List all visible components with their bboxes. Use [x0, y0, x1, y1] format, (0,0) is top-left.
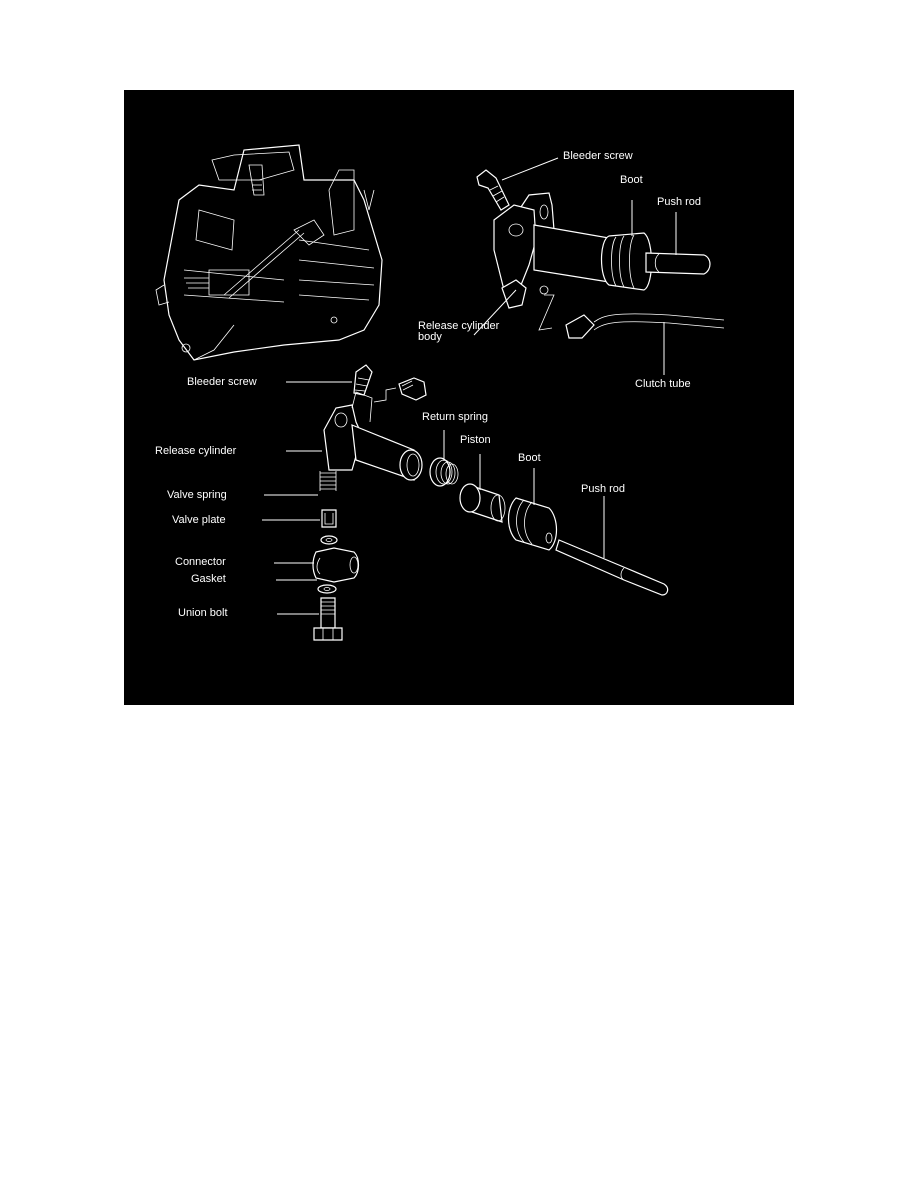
label-bleeder-screw-top: Bleeder screw	[563, 150, 633, 162]
label-valve-plate: Valve plate	[172, 514, 226, 526]
diagram-line-art	[155, 144, 725, 641]
label-release-cylinder-body-line2: body	[418, 331, 442, 343]
label-connector: Connector	[175, 556, 226, 568]
clutch-release-cylinder-diagram: Bleeder screw Boot Push rod Release cyli…	[124, 90, 794, 705]
release-cylinder-assembled	[473, 157, 725, 375]
label-gasket: Gasket	[191, 573, 226, 585]
label-bleeder-screw-exploded: Bleeder screw	[187, 376, 257, 388]
label-release-cylinder-body-line1: Release cylinder	[418, 320, 500, 332]
label-return-spring: Return spring	[422, 411, 489, 423]
label-push-rod-top: Push rod	[657, 196, 702, 208]
label-piston: Piston	[460, 434, 491, 446]
label-union-bolt: Union bolt	[178, 607, 228, 619]
label-release-cylinder: Release cylinder	[155, 445, 237, 457]
label-push-rod-exploded: Push rod	[581, 483, 626, 495]
label-boot-exploded: Boot	[518, 452, 541, 464]
transaxle-illustration	[155, 144, 383, 361]
label-boot-top: Boot	[620, 174, 643, 186]
release-cylinder-exploded	[262, 364, 669, 641]
label-clutch-tube: Clutch tube	[635, 378, 691, 390]
label-valve-spring: Valve spring	[167, 489, 227, 501]
